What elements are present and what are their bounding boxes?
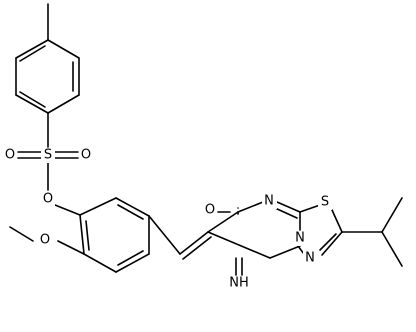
svg-text:O: O	[40, 233, 50, 248]
bond	[207, 211, 239, 233]
atom-sulfur-thiadiazole: S	[318, 195, 332, 210]
bond	[115, 253, 150, 273]
bond	[15, 94, 49, 114]
bond	[57, 240, 85, 255]
bond	[331, 209, 343, 233]
bond	[148, 215, 181, 255]
bond	[85, 220, 90, 251]
bond	[269, 245, 301, 259]
bond	[179, 231, 209, 255]
svg-text:N: N	[264, 194, 274, 209]
atom-oxygen-ester: O	[41, 192, 55, 207]
bond	[19, 91, 46, 108]
bond	[319, 233, 337, 251]
bond	[117, 204, 144, 220]
bond	[83, 253, 117, 273]
bond	[182, 236, 212, 260]
bond	[47, 94, 80, 114]
atom-sulfur-sulfonyl: S	[41, 148, 55, 163]
svg-text:NH: NH	[229, 276, 249, 291]
atom-oxygen-methoxy: O	[38, 233, 52, 248]
bond	[47, 39, 80, 59]
bond	[276, 201, 301, 213]
bond	[54, 204, 81, 216]
bond	[15, 39, 49, 59]
atom-imine-nh: NH	[226, 276, 252, 291]
bond	[79, 214, 85, 255]
svg-text:S: S	[321, 195, 329, 210]
bond	[381, 231, 403, 267]
atom-nitrogen-thiadiazole: N	[303, 251, 318, 266]
bond	[19, 45, 46, 62]
atom-oxygen-carbonyl: O	[203, 203, 217, 218]
bond	[299, 204, 321, 213]
atom-oxygen-sulfonyl-left: O	[3, 148, 17, 163]
bond	[79, 197, 117, 216]
svg-text:O: O	[205, 203, 215, 218]
atom-nitrogen-bridgehead: N	[293, 231, 308, 246]
bond	[207, 231, 271, 259]
svg-text:S: S	[44, 148, 52, 163]
svg-text:N: N	[305, 251, 315, 266]
bond	[237, 201, 264, 213]
atom-labels: S O O O O O N S	[3, 148, 332, 291]
bond	[274, 207, 298, 219]
bond	[115, 197, 150, 217]
bonds	[9, 3, 403, 276]
bond	[321, 231, 343, 256]
svg-text:O: O	[81, 148, 91, 163]
svg-text:O: O	[43, 192, 53, 207]
atom-oxygen-sulfonyl-right: O	[79, 148, 93, 163]
bond	[381, 197, 403, 233]
atom-nitrogen-pyrimidine: N	[262, 194, 277, 209]
svg-text:O: O	[5, 148, 15, 163]
bond	[117, 250, 144, 266]
bond	[9, 226, 34, 242]
svg-text:N: N	[295, 231, 305, 246]
